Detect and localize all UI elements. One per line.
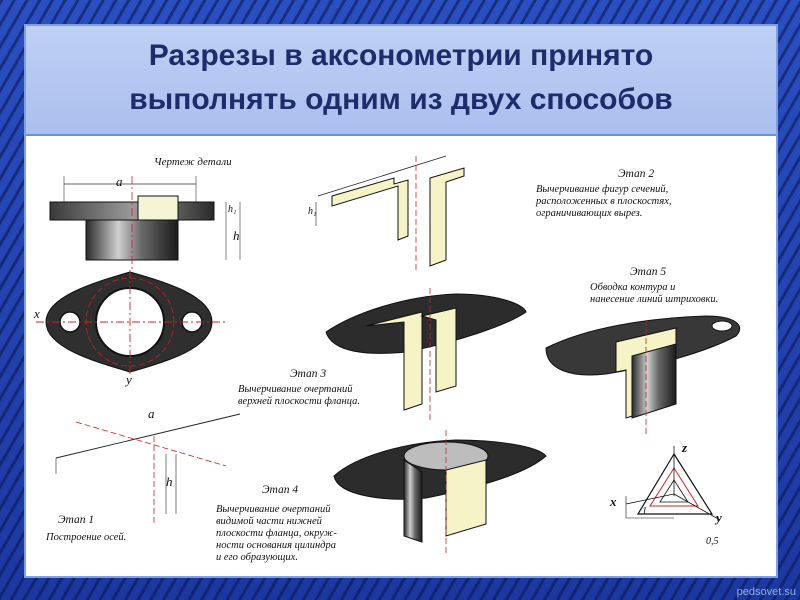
- stage4-lower-flange: [333, 430, 547, 556]
- axonometric-axes-diagram: [625, 446, 721, 521]
- stage1-title: Этап 1: [58, 514, 95, 526]
- diagram-scale-05: 0,5: [706, 536, 719, 547]
- stage1-dim-a: a: [148, 406, 155, 421]
- stage2-text-2: расположенных в плоскостях,: [536, 196, 672, 207]
- stage3-text-1: Вычерчивание очертаний: [238, 384, 353, 395]
- stage2-title: Этап 2: [618, 168, 655, 180]
- stage3-text-2: верхней плоскости фланца.: [238, 396, 361, 407]
- title-band: Разрезы в аксонометрии принято выполнять…: [26, 26, 776, 136]
- stage4-text-3: плоскости фланца, окруж-: [216, 528, 337, 539]
- stage3-title: Этап 3: [290, 368, 327, 380]
- stage5-title: Этап 5: [630, 266, 667, 278]
- stage1-dim-h: h: [166, 474, 173, 489]
- stage3-flange-top: [325, 288, 527, 422]
- part-drawing-label: Чертеж детали: [154, 156, 232, 168]
- dim-a-label: a: [116, 174, 123, 189]
- stage2-text-1: Вычерчивание фигур сечений,: [536, 184, 669, 195]
- stage1-axes: [55, 413, 241, 526]
- stage4-text-2: видимой части нижней: [216, 516, 322, 527]
- diagram-scale-1: 1: [642, 506, 647, 517]
- stage4-title: Этап 4: [262, 484, 299, 496]
- stage2-dim-h1: h₁: [308, 206, 317, 217]
- slide-title: Разрезы в аксонометрии принято выполнять…: [26, 34, 776, 122]
- stage4-text-5: и его образующих.: [216, 552, 298, 563]
- stage5-finished-part: [545, 315, 741, 436]
- diagram-axis-y: y: [716, 510, 722, 525]
- stage2-text-3: ограничивающих вырез.: [536, 208, 643, 219]
- watermark: pedsovet.su: [736, 586, 796, 598]
- axis-y-label: y: [126, 372, 132, 387]
- title-line-1: Разрезы в аксонометрии принято: [148, 39, 654, 72]
- stage4-text-1: Вычерчивание очертаний: [216, 504, 331, 515]
- axis-x-label: x: [34, 306, 40, 321]
- dim-h-label: h: [233, 228, 240, 243]
- part-top-view: [36, 270, 226, 376]
- stage5-text-1: Обводка контура и: [590, 282, 676, 293]
- stage1-text: Построение осей.: [46, 532, 127, 543]
- slide: Разрезы в аксонометрии принято выполнять…: [26, 26, 776, 576]
- part-front-view: [49, 176, 241, 276]
- stage2-sections: [315, 155, 465, 270]
- stage5-text-2: нанесение линий штриховки.: [590, 294, 719, 305]
- technical-drawings: [36, 155, 741, 556]
- diagram-axis-x: x: [610, 494, 617, 509]
- title-line-2: выполнять одним из двух способов: [129, 83, 673, 116]
- dim-h1-label: h₁: [228, 204, 237, 215]
- diagram-axis-z: z: [682, 440, 688, 455]
- stage4-text-4: ности основания цилиндра: [216, 540, 336, 551]
